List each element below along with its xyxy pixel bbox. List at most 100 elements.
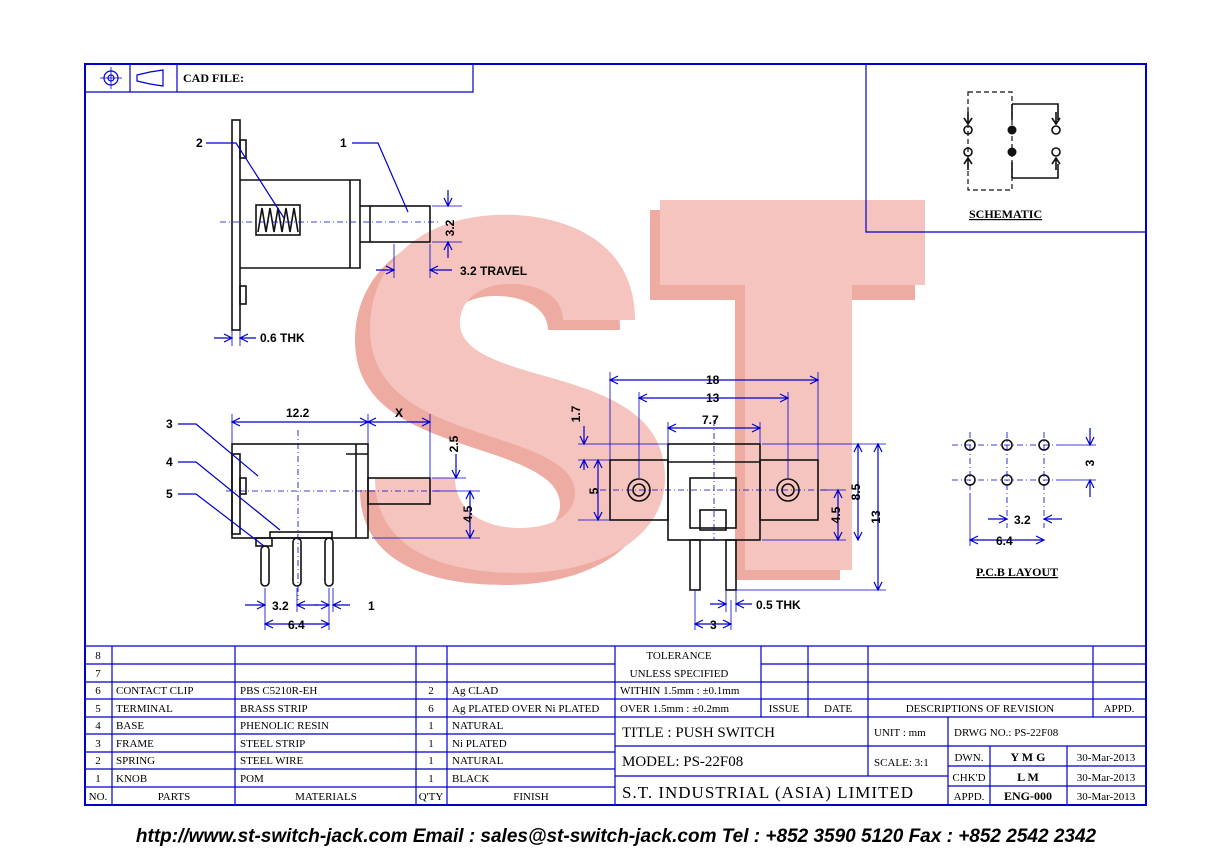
bom-no: 6: [95, 685, 101, 697]
end-pin: [689, 539, 701, 591]
revision-appd: APPD.: [1104, 703, 1135, 715]
projection-cone-icon: [136, 69, 164, 87]
bom-part: TERMINAL: [116, 703, 173, 715]
bom-finish: Ag CLAD: [452, 685, 498, 697]
bom-header-parts: PARTS: [158, 791, 191, 803]
dim-pin-span: 6.4: [288, 618, 305, 632]
dim-overall: 18: [706, 373, 720, 387]
dim-body: 7.7: [702, 413, 719, 427]
revision-issue: ISSUE: [769, 703, 800, 715]
cad-header: CAD FILE:: [85, 64, 474, 93]
schematic-label: SCHEMATIC: [969, 207, 1042, 221]
appd-label: APPD.: [954, 791, 985, 803]
watermark-s: [370, 214, 665, 573]
dim-front-width: 12.2: [286, 406, 310, 420]
callout-1: 1: [340, 136, 347, 150]
bom-material: POM: [240, 773, 264, 785]
revision-description: DESCRIPTIONS OF REVISION: [906, 703, 1055, 715]
bom-part: KNOB: [116, 773, 147, 785]
dim-pin-thk: 0.5 THK: [756, 598, 801, 612]
title-block-grid: [85, 645, 1146, 805]
callout-4: 4: [166, 455, 173, 469]
bom-qty: 1: [428, 755, 434, 767]
bom-header-no: NO.: [89, 791, 108, 803]
dim-knob-bottom: 4.5: [461, 505, 475, 522]
callout-5: 5: [166, 487, 173, 501]
bom-qty: 1: [428, 738, 434, 750]
bom-material: STEEL WIRE: [240, 755, 304, 767]
revision-date: DATE: [824, 703, 852, 715]
schematic-contact: [1051, 125, 1061, 135]
bom-material: STEEL STRIP: [240, 738, 305, 750]
schematic-panel: SCHEMATIC: [865, 64, 1146, 233]
spring-coil: [257, 207, 299, 233]
bom-material: BRASS STRIP: [240, 703, 308, 715]
bom-finish: Ni PLATED: [452, 738, 507, 750]
bom-material: PBS C5210R-EH: [240, 685, 317, 697]
bom-part: FRAME: [116, 738, 154, 750]
tolerance-block: TOLERANCE UNLESS SPECIFIED WITHIN 1.5mm …: [620, 650, 1135, 715]
pcb-layout: 3 3.2 6.4 P.C.B LAYOUT: [952, 428, 1097, 579]
tolerance-over: OVER 1.5mm : ±0.2mm: [620, 703, 729, 715]
bom-part: CONTACT CLIP: [116, 685, 193, 697]
bom-qty: 1: [428, 720, 434, 732]
model-label: MODEL: PS-22F08: [622, 754, 743, 770]
bom-no: 1: [95, 773, 101, 785]
tolerance-subtitle: UNLESS SPECIFIED: [630, 668, 729, 680]
front-pin: [324, 537, 334, 587]
bom-no: 5: [95, 703, 101, 715]
bom-part: SPRING: [116, 755, 155, 767]
bom-part: BASE: [116, 720, 144, 732]
schematic-contact: [963, 125, 973, 135]
chkd-label: CHK'D: [952, 772, 985, 784]
schematic-common: [1007, 147, 1017, 157]
bom-header-materials: MATERIALS: [295, 791, 357, 803]
bom-no: 7: [95, 668, 101, 680]
dim-pin-pitch: 3.2: [272, 599, 289, 613]
bom-no: 2: [95, 755, 101, 767]
unit-label: UNIT : mm: [874, 727, 926, 739]
front-view: 3 4 5 12.2 X 2.5 4.5 3.2 1 6.4: [166, 406, 480, 632]
pcb-dim-span: 6.4: [996, 534, 1013, 548]
end-view: 18 13 7.7 1.7 5 4.5 8.5 13: [569, 372, 886, 632]
bom-material: PHENOLIC RESIN: [240, 720, 329, 732]
callout-2: 2: [196, 136, 203, 150]
bom-qty: 2: [428, 685, 434, 697]
appd-date: 30-Mar-2013: [1077, 791, 1136, 803]
dim-holes: 13: [706, 391, 720, 405]
drawing-title: TITLE : PUSH SWITCH: [622, 725, 775, 741]
appd-value: ENG-000: [1004, 789, 1052, 803]
dim-knob-top: 2.5: [447, 435, 461, 452]
dim-height-a: 8.5: [849, 483, 863, 500]
contact-footer: http://www.st-switch-jack.com Email : sa…: [135, 826, 1097, 847]
cad-file-label: CAD FILE:: [183, 71, 244, 85]
bom-finish: NATURAL: [452, 720, 504, 732]
callout-3: 3: [166, 417, 173, 431]
dim-pin-width: 1: [368, 599, 375, 613]
front-pin: [260, 545, 270, 587]
side-knob: [369, 205, 431, 243]
dwn-value: Y M G: [1011, 750, 1046, 764]
schematic-contact: [963, 147, 973, 157]
side-view: 2 1 3.2 3.2 TRAVEL 0.6 THK: [196, 119, 527, 346]
drawing-number: DRWG NO.: PS-22F08: [954, 727, 1059, 739]
pcb-label: P.C.B LAYOUT: [976, 565, 1058, 579]
bom-qty: 1: [428, 773, 434, 785]
scale-label: SCALE: 3:1: [874, 757, 929, 769]
schematic-contact: [1051, 147, 1061, 157]
bom-no: 4: [95, 720, 101, 732]
watermark-t: [660, 200, 925, 570]
dwn-date: 30-Mar-2013: [1077, 752, 1136, 764]
watermark: [355, 200, 925, 585]
dim-height-b: 13: [869, 510, 883, 524]
chkd-value: L M: [1017, 770, 1039, 784]
bom-no: 8: [95, 650, 101, 662]
bom-finish: Ag PLATED OVER Ni PLATED: [452, 703, 599, 715]
dim-top: 1.7: [569, 405, 583, 422]
title-block: TITLE : PUSH SWITCH UNIT : mm DRWG NO.: …: [622, 725, 1136, 803]
dim-flange: 5: [587, 487, 601, 494]
bom-no: 3: [95, 738, 101, 750]
bom-header-finish: FINISH: [513, 791, 549, 803]
end-pin: [725, 539, 737, 591]
